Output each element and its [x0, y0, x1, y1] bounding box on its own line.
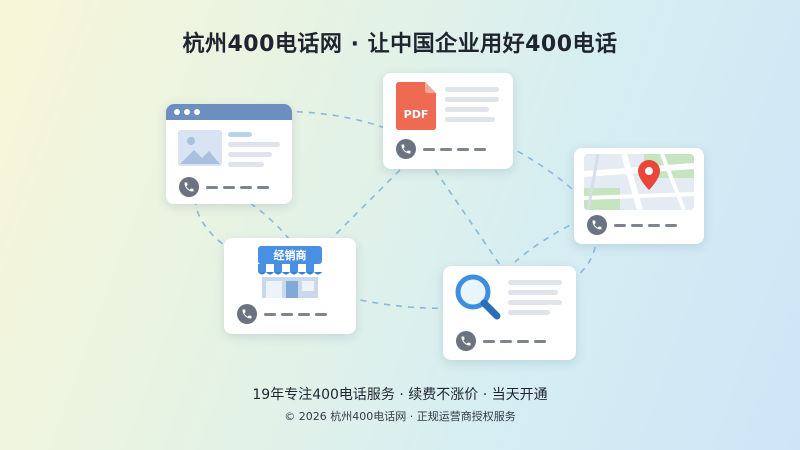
connection-ring	[168, 110, 597, 310]
connection-pdf-search	[434, 169, 501, 266]
phone-number-row	[587, 215, 677, 235]
phone-number-row	[179, 177, 269, 197]
connection-map-search	[514, 219, 581, 263]
tagline: 19年专注400电话服务 · 续费不涨价 · 当天开通	[252, 387, 548, 403]
page-title: 杭州400电话网 · 让中国企业用好400电话	[182, 32, 618, 57]
connection-pdf-shop	[329, 169, 401, 241]
dealer-sign: 经销商	[273, 249, 307, 262]
map-pin-icon	[638, 160, 660, 190]
map-card	[574, 148, 704, 244]
phone-icon	[237, 304, 257, 324]
copyright: © 2026 杭州400电话网 · 正规运营商授权服务	[284, 410, 516, 423]
pdf-card: PDF	[383, 73, 513, 169]
image-placeholder-icon	[178, 130, 222, 166]
phone-icon	[456, 331, 476, 351]
phone-number-row	[396, 139, 486, 159]
search-card	[443, 266, 576, 360]
pdf-file-icon: PDF	[396, 82, 436, 130]
dealer-card: 经销商	[224, 238, 356, 334]
phone-number-row	[237, 304, 327, 324]
map-icon	[584, 154, 694, 210]
phone-icon	[179, 177, 199, 197]
phone-icon	[396, 139, 416, 159]
magnifier-icon	[455, 274, 501, 320]
phone-number-row	[456, 331, 546, 351]
phone-icon	[587, 215, 607, 235]
storefront-icon: 经销商	[258, 244, 322, 298]
connection-web-shop	[229, 189, 291, 241]
browser-window-icon	[166, 104, 292, 184]
pdf-label: PDF	[403, 108, 429, 121]
website-card	[166, 104, 292, 204]
